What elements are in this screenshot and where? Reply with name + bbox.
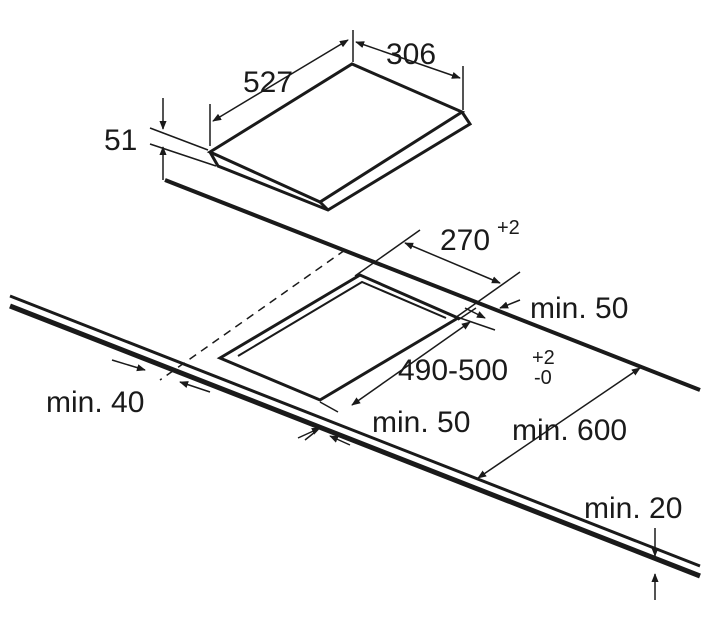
side-clearance-label: min. 40 [46,386,144,419]
dimension-arrow [179,381,211,393]
side-clearance-dimension: min. 40 [46,359,211,419]
dimension-line [355,41,461,79]
worktop-depth-dimension: min. 600 [477,367,641,479]
extension-line [457,307,477,321]
dimension-line [477,367,641,479]
cooktop-front-corner [318,200,330,212]
worktop-front-top-edge [9,294,701,568]
cutout-inner-edge [237,280,447,357]
cooktop-width-dimension: 306 [352,30,464,110]
cooktop-depth-dimension: 527 [209,39,349,146]
cutout [216,273,462,402]
extension-line [459,317,496,331]
back-clearance-label: min. 50 [530,292,628,325]
back-clearance-dimension: min. 50 [459,292,628,331]
dimension-line [212,39,349,122]
extension-line [149,127,209,151]
cooktop-height-dimension: 51 [104,98,217,180]
dimension-arrow [464,307,486,319]
cooktop-depth-label: 527 [243,66,293,99]
extension-line [354,229,421,277]
cutout-depth-tolerance-minus: -0 [534,367,552,389]
cutout-width-label: 270 [440,224,490,257]
dimension-arrow [499,299,521,309]
worktop-depth-label: min. 600 [512,414,627,447]
worktop-back-edge [164,178,701,392]
worktop-front-bottom-edge [9,303,701,579]
projection-dashed-line [159,249,346,381]
extension-line [149,143,217,167]
cutout-width-dimension: 270 +2 [354,217,521,319]
worktop-thickness-dimension: min. 20 [584,492,682,600]
extension-line [454,271,521,319]
cutout-width-tolerance: +2 [497,217,520,239]
cooktop-width-label: 306 [386,38,436,71]
cutout-depth-label: 490-500 [398,354,508,387]
worktop-thickness-label: min. 20 [584,492,682,525]
cutout-outline [216,273,462,402]
dimension-line [404,242,501,284]
cooktop-height-label: 51 [104,124,137,157]
dimension-arrow [297,427,321,439]
worktop [9,178,701,579]
dimension-arrow [329,435,351,446]
front-clearance-label: min. 50 [372,406,470,439]
dimension-arrow [111,359,146,372]
cutout-depth-tolerance-plus: +2 [532,347,555,369]
dimension-line [351,321,471,406]
front-clearance-dimension: min. 50 [297,406,470,446]
cutout-depth-dimension: 490-500 +2 -0 [319,307,555,413]
extension-line [319,401,339,413]
